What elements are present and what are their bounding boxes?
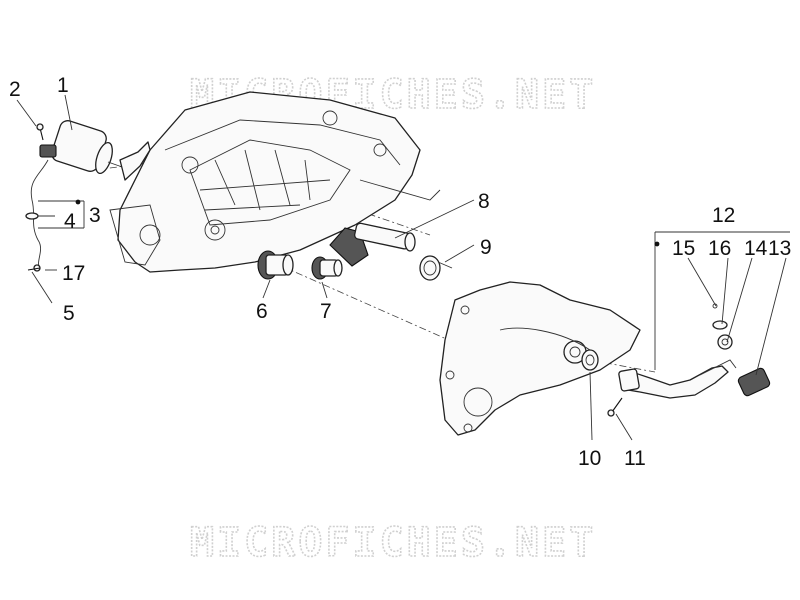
callout-2: 2	[9, 78, 21, 101]
callout-16: 16	[708, 237, 731, 260]
callout-9: 9	[480, 236, 492, 259]
callout-10: 10	[578, 447, 601, 470]
starter-cable	[25, 159, 49, 272]
return-spring	[419, 255, 453, 281]
pedal-rubber	[737, 367, 771, 397]
callout-3: 3	[89, 204, 101, 227]
callout-1: 1	[57, 74, 69, 97]
callout-8: 8	[478, 190, 490, 213]
transmission-cover	[439, 281, 641, 436]
bolt-11	[607, 397, 623, 417]
callout-12: 12	[712, 204, 735, 227]
watermark-bottom: MICROFICHES.NET	[190, 520, 596, 566]
callout-5: 5	[63, 302, 75, 325]
callout-11: 11	[624, 447, 646, 470]
callout-4: 4	[64, 210, 76, 233]
callout-17: 17	[62, 262, 85, 285]
callout-7: 7	[320, 300, 332, 323]
kickstart-shaft	[329, 222, 416, 267]
starter-motor	[39, 120, 151, 181]
bullet-dot-3	[75, 199, 81, 205]
gear-7	[311, 256, 343, 280]
callout-14: 14	[744, 237, 768, 260]
bushing-10	[581, 349, 599, 371]
callout-13: 13	[768, 237, 791, 260]
callout-6: 6	[256, 300, 268, 323]
bullet-dot-12	[654, 241, 660, 247]
kick-lever	[618, 359, 737, 399]
leader-lines	[16, 94, 790, 441]
callout-15: 15	[672, 237, 695, 260]
small-hardware	[712, 303, 733, 350]
screw-2	[36, 123, 44, 141]
crankcase	[109, 91, 441, 273]
gear-6	[257, 250, 294, 280]
